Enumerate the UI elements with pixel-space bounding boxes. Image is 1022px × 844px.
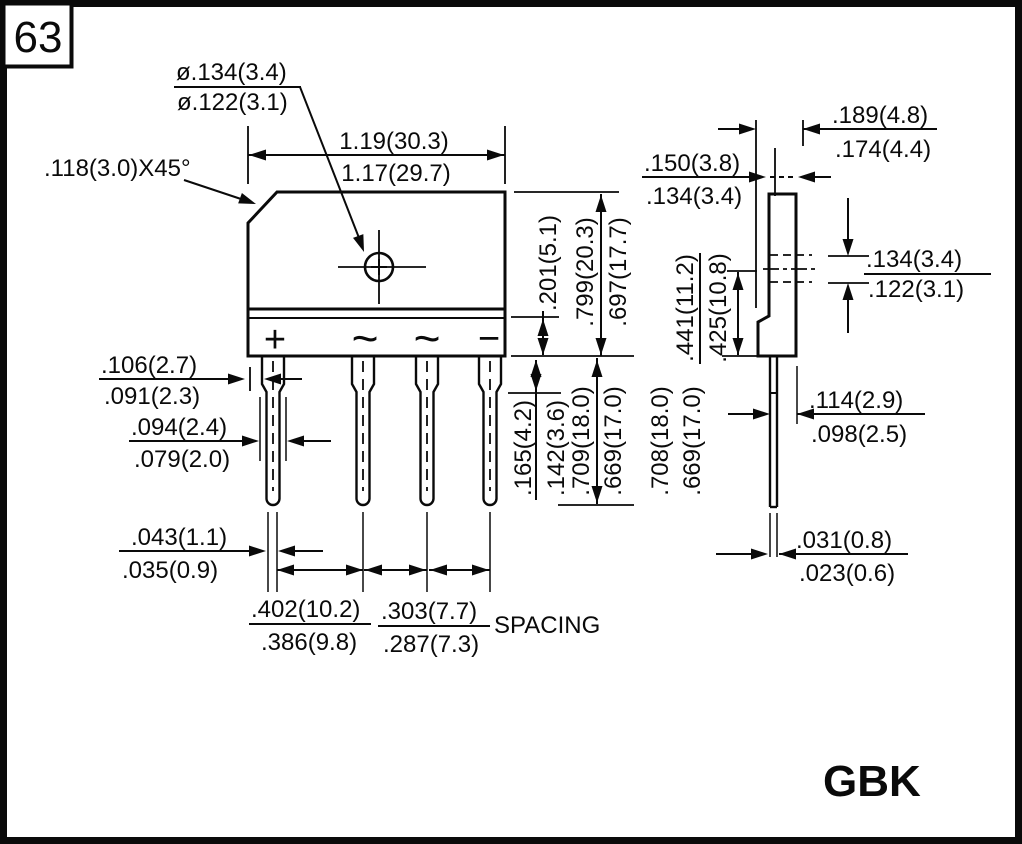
dim-lead-shoulder-min: .142(3.6) (543, 400, 570, 496)
page-number-box (1, 1, 74, 69)
dim-side-hole-dia-min: .122(3.1) (868, 276, 964, 303)
dim-pitch-inner-max: .303(7.7) (381, 598, 477, 625)
dim-body-depth: .150(3.8) .134(3.4) (642, 150, 831, 210)
terminal-negative: − (478, 318, 500, 360)
dim-lead-shoulder-max: .165(4.2) (510, 400, 537, 496)
spacing-label: SPACING (494, 612, 600, 639)
dim-hole-to-base-max: .441(11.2) (672, 254, 699, 362)
side-body-outline (756, 192, 798, 358)
dim-hole-dia-max: ø.134(3.4) (176, 59, 287, 86)
page-number: 63 (14, 13, 63, 62)
dim-overall-width: 1.19(30.3) 1.17(29.7) (247, 126, 506, 187)
dim-lead-thickness-min: .035(0.9) (122, 557, 218, 584)
dim-side-hole-dia-max: .134(3.4) (866, 246, 962, 273)
dim-lead-thickness: .043(1.1) .035(0.9) (119, 524, 323, 584)
dim-side-hole-dia: .134(3.4) .122(3.1) (828, 198, 991, 333)
dim-lead-width-narrow-max: .094(2.4) (131, 414, 227, 441)
dim-terminal-block-height: .201(5.1) (535, 215, 562, 355)
dim-side-lead-thickness-min: .023(0.6) (799, 560, 895, 587)
dim-lead-depth-max: .114(2.9) (809, 387, 903, 414)
front-body-outline (246, 190, 507, 358)
dim-lead-depth: .114(2.9) .098(2.5) (728, 366, 925, 448)
dim-body-depth-max: .150(3.8) (644, 150, 740, 177)
dim-lead-depth-min: .098(2.5) (811, 421, 907, 448)
dim-overall-width-min: 1.17(29.7) (341, 160, 450, 187)
dim-pitch-outer-min: .386(9.8) (261, 629, 357, 656)
dim-lead-length-min: .669(17.0) (600, 386, 627, 495)
dim-pitch-outer-max: .402(10.2) (251, 596, 360, 623)
dim-body-height-min: .697(17.7) (605, 217, 632, 326)
dim-side-lead-length-max: .708(18.0) (647, 386, 674, 495)
side-view: .708(18.0) .669(17.0) .189(4.8) .174 (642, 102, 991, 587)
dim-chamfer: .118(3.0)X45° (44, 155, 191, 182)
callout-chamfer: .118(3.0)X45° (44, 155, 258, 210)
dim-body-height-max: .799(20.3) (572, 217, 599, 326)
front-leads (260, 357, 503, 592)
dim-body-depth-min: .134(3.4) (646, 183, 742, 210)
dim-hole-to-base: .441(11.2) .425(10.8) (672, 253, 758, 364)
dim-overall-depth-max: .189(4.8) (832, 102, 928, 129)
dim-pitch-inner-min: .287(7.3) (383, 631, 479, 658)
dim-overall-depth-min: .174(4.4) (835, 136, 931, 163)
dim-lead-length: .709(18.0) .669(17.0) (568, 358, 627, 504)
dim-lead-width-narrow: .094(2.4) .079(2.0) (129, 397, 331, 473)
dim-lead-spacing: .402(10.2) .386(9.8) .303(7.7) .287(7.3)… (249, 564, 600, 658)
mounting-hole (338, 230, 426, 304)
terminal-ac2: ~ (414, 312, 441, 364)
dim-lead-thickness-max: .043(1.1) (131, 524, 227, 551)
part-name: GBK (823, 757, 921, 806)
dim-side-lead-thickness: .031(0.8) .023(0.6) (716, 527, 908, 587)
dim-hole-to-base-min: .425(10.8) (705, 253, 732, 362)
dim-overall-width-max: 1.19(30.3) (339, 128, 448, 155)
dim-overall-depth: .189(4.8) .174(4.4) (718, 102, 937, 163)
dim-lead-width-narrow-min: .079(2.0) (134, 446, 230, 473)
dim-terminal-block-height-value: .201(5.1) (535, 215, 562, 311)
dim-body-height: .799(20.3) .697(17.7) (572, 194, 632, 356)
dim-side-lead-length-min: .669(17.0) (679, 386, 706, 495)
dim-lead-width-wide: .106(2.7) .091(2.3) (99, 352, 302, 410)
dim-lead-width-wide-min: .091(2.3) (104, 383, 200, 410)
dim-lead-length-max: .709(18.0) (568, 386, 595, 495)
terminal-positive: + (264, 319, 286, 361)
dim-side-lead-thickness-max: .031(0.8) (796, 527, 892, 554)
terminal-ac1: ~ (352, 312, 379, 364)
dim-lead-shoulder: .165(4.2) .142(3.6) (510, 360, 570, 500)
side-lead (768, 356, 779, 557)
dim-hole-dia-min: ø.122(3.1) (177, 89, 288, 116)
dim-lead-width-wide-max: .106(2.7) (101, 352, 197, 379)
front-view: + ~ ~ − 1.19(30.3) (44, 59, 634, 658)
callout-hole-dia: ø.134(3.4) ø.122(3.1) (174, 59, 370, 254)
